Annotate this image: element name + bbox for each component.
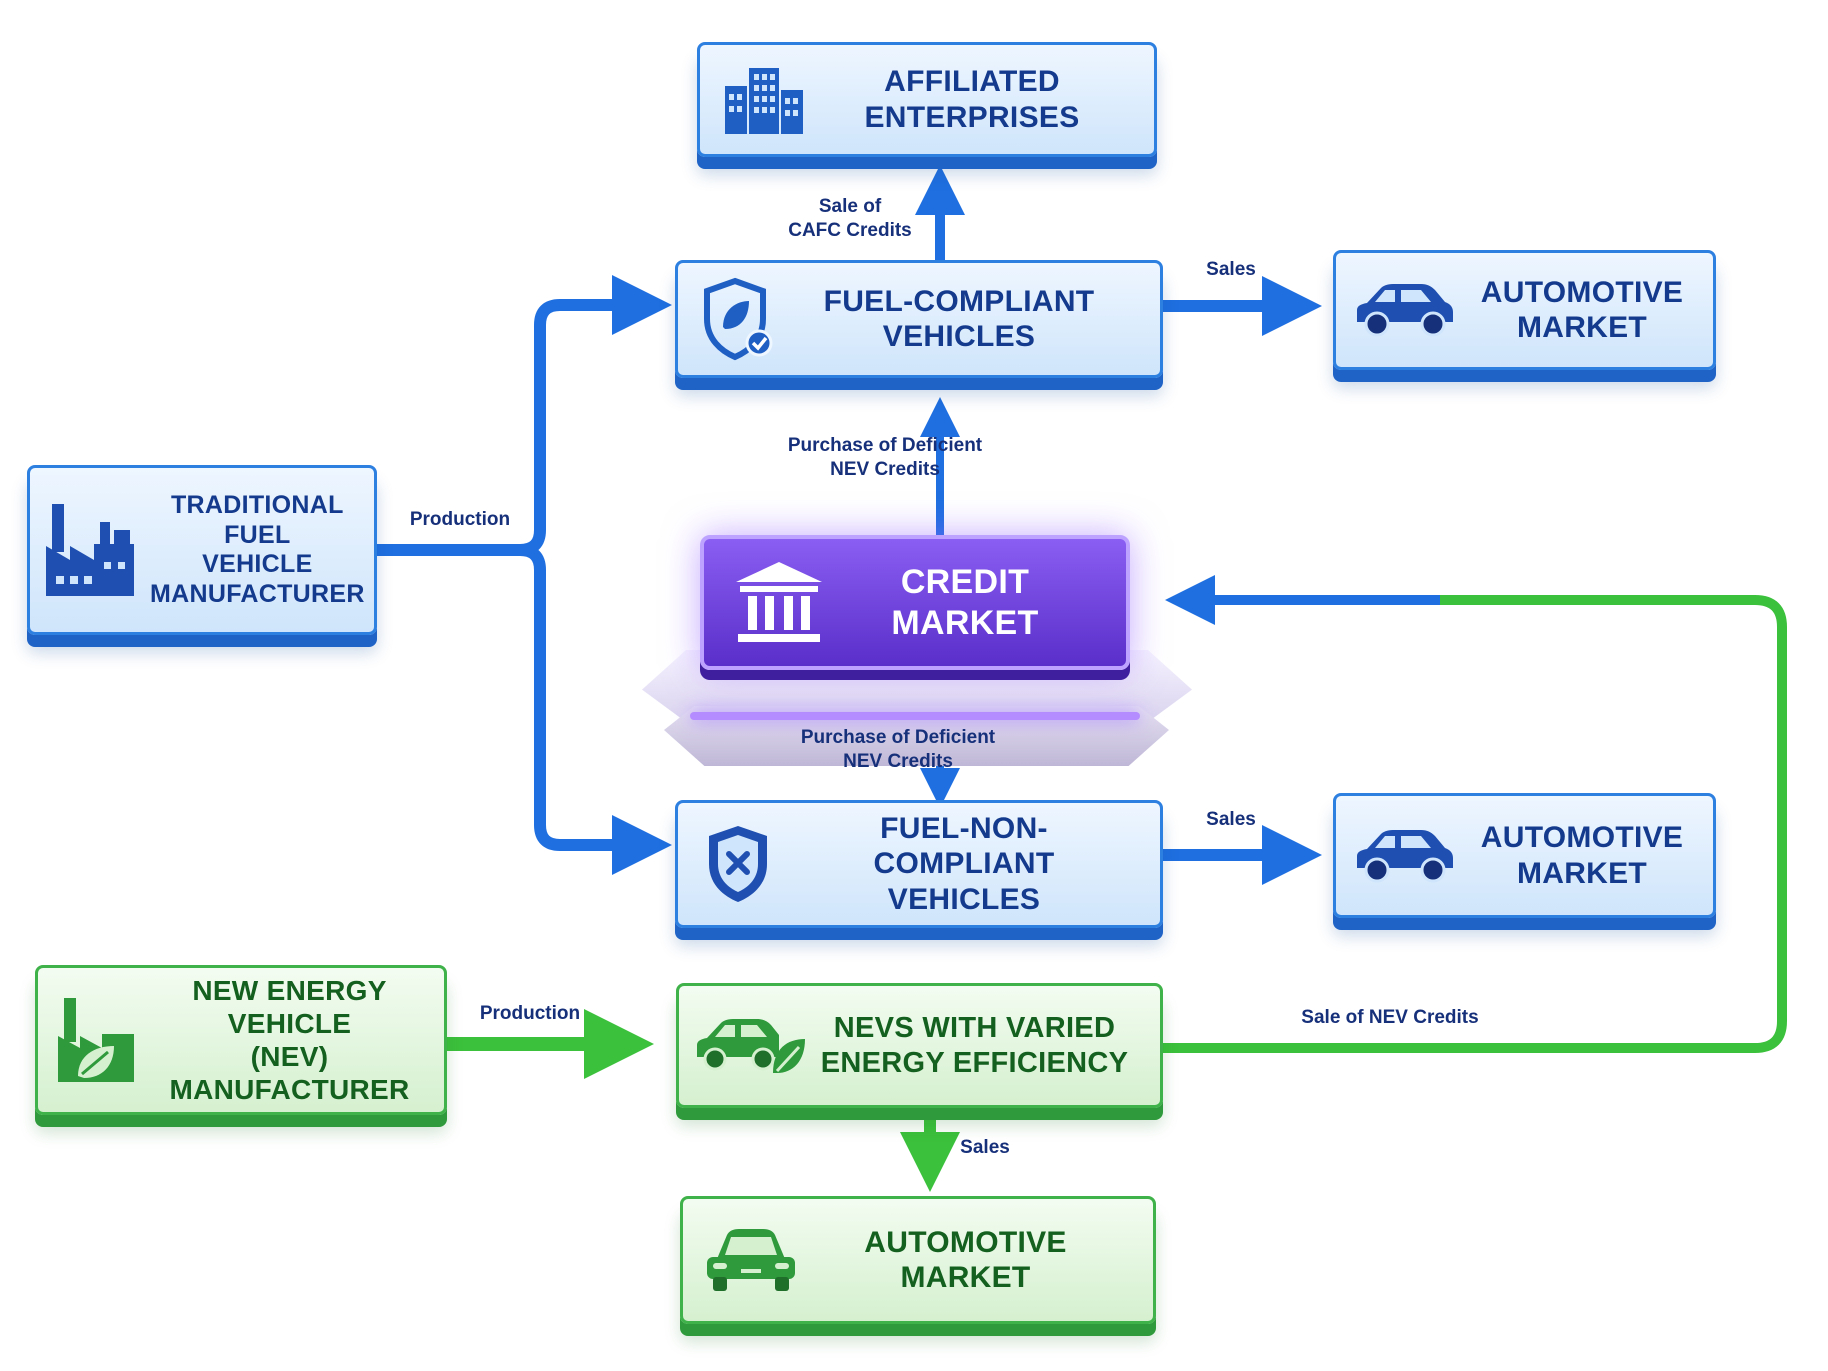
factory-leaf-icon: [38, 994, 153, 1086]
label-sales-3: Sales: [960, 1137, 1010, 1158]
credit-market-box: CREDIT MARKET: [700, 535, 1130, 670]
label-production-traditional: Production: [409, 509, 511, 530]
automotive-market-2-label: AUTOMOTIVE MARKET: [1480, 821, 1684, 890]
affiliated-enterprises-label: AFFILIATED ENTERPRISES: [864, 65, 1080, 134]
credit-market-pedestal-glow: [690, 712, 1140, 720]
label-production-nev: Production: [479, 1003, 581, 1024]
traditional-fuel-vehicle-manufacturer-label: TRADITIONAL FUEL VEHICLE MANUFACTURER: [150, 491, 365, 608]
bank-icon: [704, 560, 854, 646]
edge-production-traditional-to-fuel-non-compliant: [519, 544, 672, 875]
fuel-compliant-vehicles-label: FUEL-COMPLIANT VEHICLES: [823, 284, 1095, 353]
nev-manufacturer-label: NEW ENERGY VEHICLE (NEV) MANUFACTURER: [169, 974, 410, 1106]
fuel-compliant-vehicles-box: FUEL-COMPLIANT VEHICLES: [675, 260, 1163, 378]
fuel-non-compliant-vehicles-label: FUEL-NON-COMPLIANT VEHICLES: [873, 811, 1055, 916]
nevs-varied-efficiency-box: NEVS WITH VARIED ENERGY EFFICIENCY: [676, 983, 1163, 1108]
factory-icon: [30, 500, 150, 600]
label-purchase-deficient-down: Purchase of Deficient NEV Credits: [800, 727, 996, 772]
shield-leaf-check-icon: [678, 277, 798, 361]
automotive-market-3-label: AUTOMOTIVE MARKET: [864, 1225, 1067, 1294]
nev-manufacturer-box: NEW ENERGY VEHICLE (NEV) MANUFACTURER: [35, 965, 447, 1115]
fuel-non-compliant-vehicles-box: FUEL-NON-COMPLIANT VEHICLES: [675, 800, 1163, 928]
label-purchase-deficient-up: Purchase of Deficient NEV Credits: [787, 435, 983, 480]
car-icon: [683, 1225, 818, 1295]
automotive-market-2-box: AUTOMOTIVE MARKET: [1333, 793, 1716, 918]
car-icon: [1336, 824, 1471, 888]
shield-x-icon: [678, 822, 798, 906]
label-sales-2: Sales: [1206, 809, 1256, 830]
automotive-market-1-box: AUTOMOTIVE MARKET: [1333, 250, 1716, 370]
credit-market-label: CREDIT MARKET: [891, 563, 1039, 642]
automotive-market-1-label: AUTOMOTIVE MARKET: [1480, 275, 1684, 344]
buildings-icon: [700, 64, 830, 136]
edge-sale-nev-credits-green: [1163, 595, 1787, 1053]
car-leaf-icon: [679, 1013, 819, 1079]
label-sale-nev-credits: Sale of NEV Credits: [1301, 1007, 1479, 1028]
label-sales-1: Sales: [1206, 259, 1256, 280]
automotive-market-3-box: AUTOMOTIVE MARKET: [680, 1196, 1156, 1324]
nevs-varied-efficiency-label: NEVS WITH VARIED ENERGY EFFICIENCY: [820, 1012, 1129, 1079]
affiliated-enterprises-box: AFFILIATED ENTERPRISES: [697, 42, 1157, 157]
car-icon: [1336, 278, 1471, 342]
traditional-fuel-vehicle-manufacturer-box: TRADITIONAL FUEL VEHICLE MANUFACTURER: [27, 465, 377, 635]
label-sale-cafc-credits: Sale of CAFC Credits: [788, 196, 912, 241]
